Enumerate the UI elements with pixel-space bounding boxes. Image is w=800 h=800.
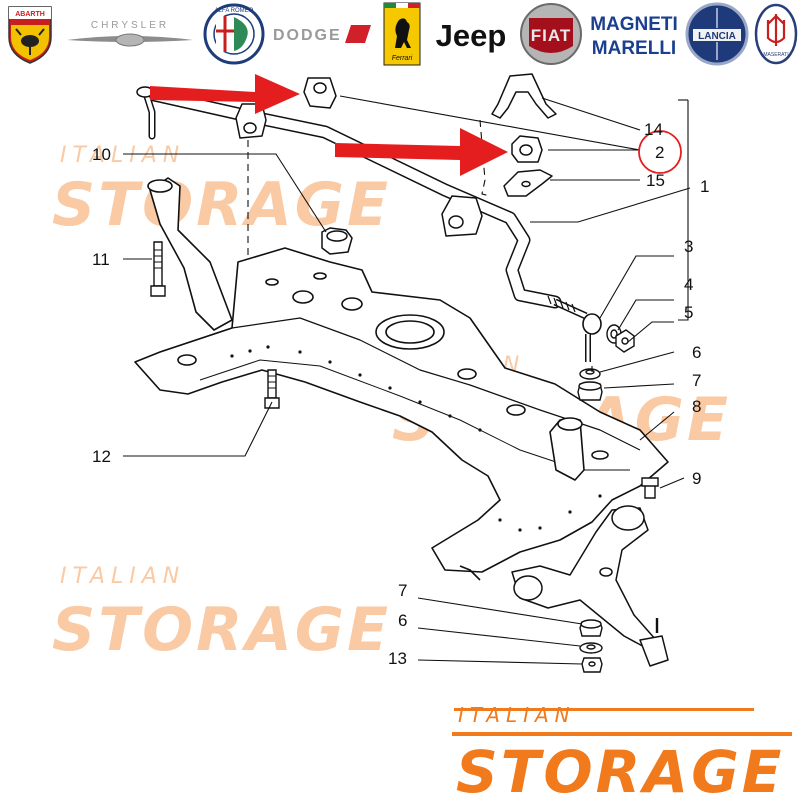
- magneti-logo-line2: MARELLI: [592, 38, 676, 59]
- watermark-1-line1: ITALIAN: [60, 143, 185, 168]
- maserati-logo: MASERATI: [754, 2, 798, 66]
- leader-lines: [123, 95, 691, 665]
- ferrari-logo-text: Ferrari: [392, 55, 413, 62]
- dodge-logo-text: DODGE: [273, 27, 342, 44]
- fiat-logo-text: FIAT: [531, 26, 572, 45]
- subframe-rivets: [230, 345, 602, 532]
- fiat-logo: FIAT: [518, 2, 584, 66]
- magneti-logo-line1: MAGNETI: [590, 14, 678, 35]
- magneti-marelli-logo: MAGNETI MARELLI: [588, 2, 680, 66]
- jeep-logo-text: Jeep: [436, 18, 507, 53]
- callout-13: 13: [388, 649, 407, 668]
- washers-and-nuts: [577, 324, 635, 673]
- abarth-logo: ABARTH: [2, 2, 58, 66]
- anti-roll-bar: [136, 86, 602, 362]
- callout-9: 9: [692, 469, 701, 488]
- dodge-logo: DODGE: [270, 2, 374, 66]
- footer-logo-line1: ITALIAN: [458, 703, 576, 727]
- bolts: [150, 241, 659, 499]
- footer-logo-line2: STORAGE: [456, 738, 784, 800]
- callout-7-upper: 7: [692, 371, 701, 390]
- highlight-circle-item-2: [638, 130, 682, 174]
- callout-1: 1: [700, 177, 709, 196]
- callout-6-lower: 6: [398, 611, 407, 630]
- chrysler-logo: CHRYSLER: [64, 2, 196, 66]
- callout-6-upper: 6: [692, 343, 701, 362]
- maserati-logo-text: MASERATI: [763, 52, 788, 58]
- alfa-romeo-logo: ALFA ROMEO: [202, 2, 266, 66]
- callout-8: 8: [692, 397, 701, 416]
- jeep-logo: Jeep: [428, 2, 514, 66]
- bar-bushings: [235, 73, 557, 255]
- callout-15: 15: [646, 171, 665, 190]
- lancia-logo-text: LANCIA: [698, 31, 736, 42]
- callout-5: 5: [684, 303, 693, 322]
- callout-2: 2: [655, 143, 664, 162]
- callout-7-lower: 7: [398, 581, 407, 600]
- red-arrow-top: [150, 74, 300, 114]
- ferrari-logo: Ferrari: [382, 2, 422, 66]
- callout-labels: 14 2 15 1 10 11 12 3 4 5 6 7 8 9 7 6 13: [92, 120, 709, 668]
- lancia-logo: LANCIA: [684, 2, 750, 66]
- red-arrow-middle: [335, 128, 508, 176]
- watermark-3: ITALIAN STORAGE: [52, 564, 391, 665]
- callout-10: 10: [92, 145, 111, 164]
- front-subframe: [134, 177, 669, 581]
- italian-storage-footer-logo: ITALIAN STORAGE: [452, 703, 792, 800]
- chrysler-logo-text: CHRYSLER: [91, 20, 169, 31]
- abarth-logo-text: ABARTH: [15, 11, 45, 18]
- callout-14: 14: [644, 120, 663, 139]
- watermark-3-line2: STORAGE: [52, 595, 391, 665]
- highlight-arrows: [150, 74, 508, 176]
- alfa-romeo-logo-text: ALFA ROMEO: [215, 8, 254, 14]
- callout-4: 4: [684, 275, 693, 294]
- callout-3: 3: [684, 237, 693, 256]
- callout-11: 11: [92, 250, 110, 269]
- watermark-3-line1: ITALIAN: [60, 564, 185, 589]
- callout-12: 12: [92, 447, 111, 466]
- lower-control-arm: [511, 505, 669, 667]
